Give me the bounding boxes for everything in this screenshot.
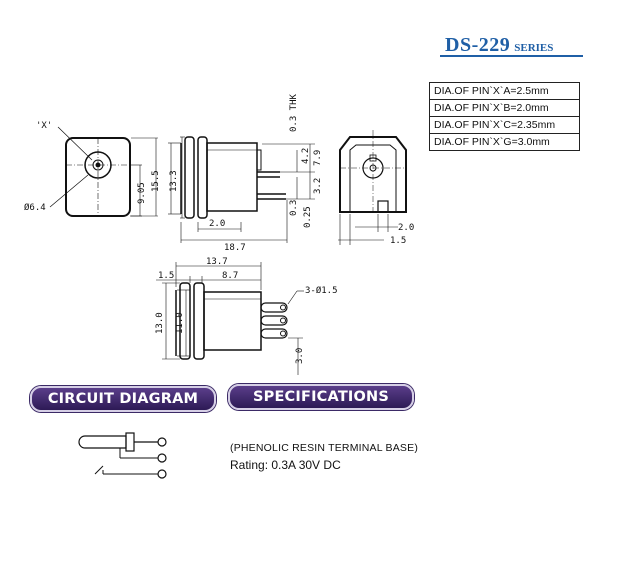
pin-diameter-table: DIA.OF PIN`X`A=2.5mm DIA.OF PIN`X`B=2.0m…	[429, 82, 580, 151]
side-inner-height: 13.3	[169, 170, 179, 192]
model-number: DS-229	[445, 34, 511, 56]
front-dia-label: Ø6.4	[24, 202, 46, 213]
circuit-diagram-heading: CIRCUIT DIAGRAM	[30, 386, 216, 412]
pin-x-label: 'X'	[36, 121, 52, 131]
spec-base-material: (PHENOLIC RESIN TERMINAL BASE)	[230, 442, 419, 454]
table-row: DIA.OF PIN`X`G=3.0mm	[429, 133, 580, 151]
dim-2-0: 2.0	[209, 219, 225, 229]
bottom-dim-8-7: 8.7	[222, 271, 238, 281]
bottom-dim-13-7: 13.7	[206, 257, 228, 267]
specifications-label: SPECIFICATIONS	[252, 389, 390, 405]
dim-0-3: 0.3	[289, 200, 299, 216]
dim-7-9: 7.9	[313, 150, 323, 166]
spec-rating: Rating: 0.3A 30V DC	[230, 458, 341, 472]
dim-0-25: 0.25	[303, 206, 313, 228]
bottom-holes-label: 3-Ø1.5	[305, 285, 338, 296]
bottom-dim-13-0: 13.0	[155, 312, 165, 334]
bottom-dim-3-0: 3.0	[295, 348, 305, 364]
rear-dim-2-0: 2.0	[398, 223, 414, 233]
thickness-label: 0.3 THK	[289, 93, 299, 132]
front-height-label: 9.05	[137, 182, 147, 204]
table-cell: DIA.OF PIN`X`B=2.0mm	[429, 99, 580, 117]
series-label: SERIES	[514, 42, 554, 54]
specifications-heading: SPECIFICATIONS	[228, 384, 414, 410]
front-view	[49, 126, 158, 217]
rear-dim-1-5: 1.5	[390, 236, 406, 246]
side-view	[168, 136, 315, 243]
circuit-schematic	[78, 432, 167, 479]
dim-3-2: 3.2	[313, 178, 323, 194]
table-cell: DIA.OF PIN`X`G=3.0mm	[429, 133, 580, 151]
circuit-diagram-label: CIRCUIT DIAGRAM	[47, 391, 199, 407]
rear-view	[338, 130, 407, 245]
bottom-dim-11-0: 11.0	[175, 312, 185, 334]
bottom-dim-1-5: 1.5	[158, 271, 174, 281]
title-underline	[440, 55, 583, 57]
bottom-view	[156, 262, 304, 375]
dim-18-7: 18.7	[224, 243, 246, 253]
dim-4-2: 4.2	[301, 148, 311, 164]
side-outer-height: 15.5	[151, 170, 161, 192]
table-row: DIA.OF PIN`X`B=2.0mm	[429, 99, 580, 117]
